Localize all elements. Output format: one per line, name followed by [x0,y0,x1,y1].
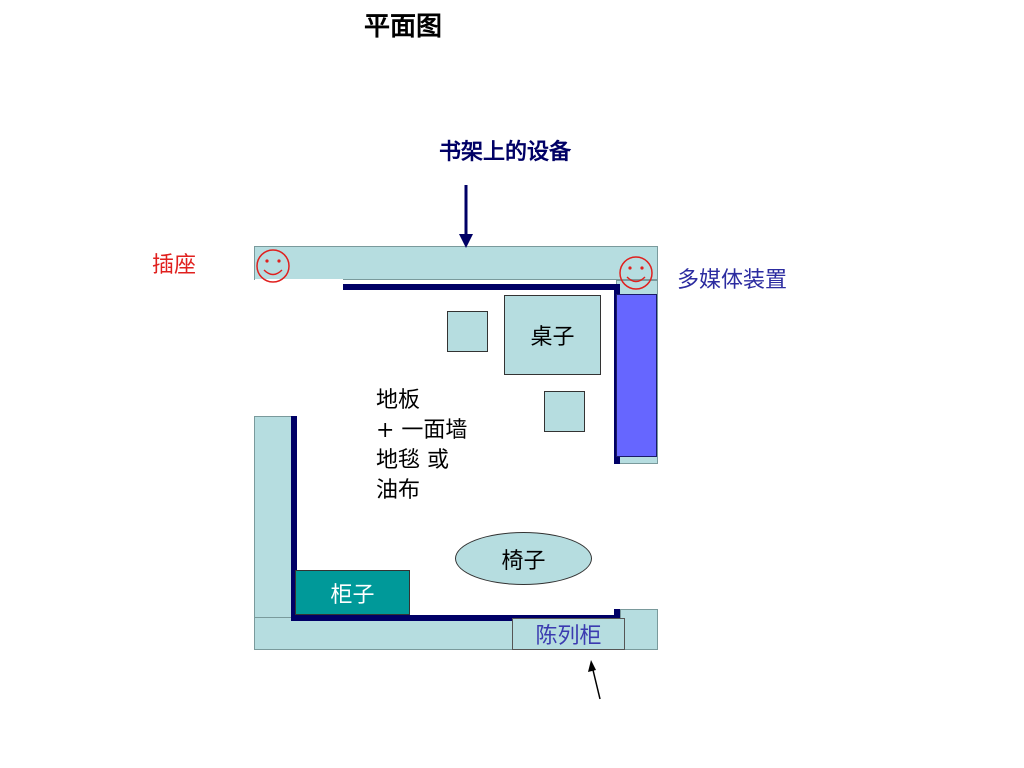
page-title: 平面图 [363,12,442,42]
top-wall [254,246,658,280]
down-arrow-icon [459,185,473,248]
pointer-arrow-icon [588,660,601,700]
display-cabinet-label: 陈列柜 [535,624,602,649]
smiley-icon [619,256,653,290]
display-cabinet: 陈列柜 [512,618,625,650]
bookshelf-devices-label: 书架上的设备 [438,139,571,165]
cabinet-label: 柜子 [330,582,375,608]
inner-wall-bottom [291,615,620,621]
multimedia-device [616,294,657,457]
stool-right [544,391,585,432]
smiley-icon [256,249,290,283]
multimedia-label: 多媒体装置 [677,268,788,293]
floor-description: 地板 + 一面墙 地毯 或 油布 [376,386,467,506]
floor-text-line: 地板 [376,388,421,413]
desk: 桌子 [504,295,601,375]
bottom-right-wall [620,609,658,650]
socket-label: 插座 [152,253,197,278]
stool-top [447,311,488,352]
desk-label: 桌子 [530,325,575,350]
inner-wall-bottom-right-stub [614,609,620,621]
inner-wall-top [343,284,620,290]
top-wall-gap [255,279,343,289]
cabinet: 柜子 [295,570,410,615]
chair-label: 椅子 [501,548,546,574]
floor-text-line: + 一面墙 [376,418,468,443]
floor-text-line: 油布 [376,478,421,503]
inner-wall-left [291,416,297,620]
chair: 椅子 [455,532,592,585]
floor-text-line: 地毯 或 [376,448,449,473]
